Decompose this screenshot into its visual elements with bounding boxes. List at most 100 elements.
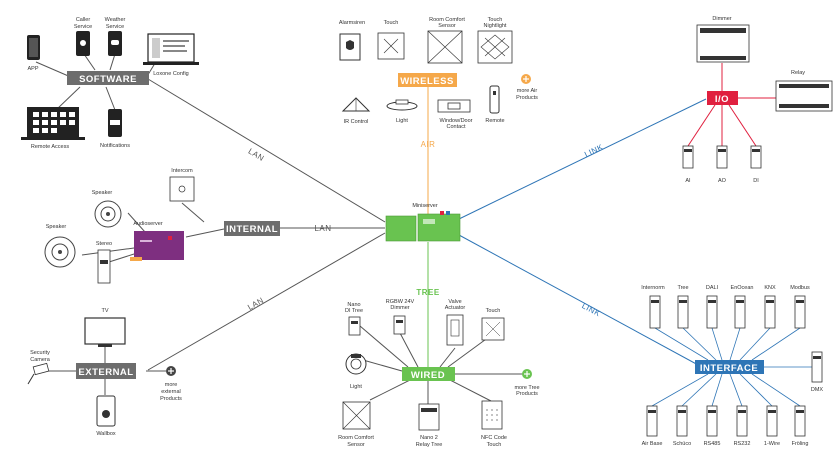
froeling-extension-icon [794, 405, 806, 437]
wallbox-label: Wallbox [96, 431, 116, 437]
iface-top-2-label: DALI [706, 285, 719, 291]
di-module-icon [750, 145, 762, 169]
line-app [35, 61, 74, 79]
relay-icon [775, 80, 833, 112]
wired-light-icon [345, 353, 367, 375]
audioserver-label: Audioserver [133, 221, 163, 227]
config-laptop-icon [143, 33, 199, 65]
miniserver-label: Miniserver [412, 203, 438, 209]
camera-label-2: Camera [30, 357, 51, 363]
speaker-top-label: Speaker [92, 190, 113, 196]
window-contact-label-2: Contact [447, 124, 466, 130]
nfc-label-1: NFC Code [481, 435, 507, 441]
ir-control-icon [341, 97, 371, 112]
link-line-interface [458, 234, 701, 367]
wireless-touch-label: Touch [384, 20, 399, 26]
more-air-label-2: Products [516, 95, 538, 101]
nano2-label-1: Nano 2 [420, 435, 438, 441]
nano-di-label-1: Nano [347, 302, 360, 308]
caller-label-1: Caller [76, 17, 91, 23]
wireless-group: WIRELESS Alarmsiren Touch Room Comfort S… [339, 17, 538, 130]
remote-icon [489, 85, 500, 114]
more-external-label-3: Products [160, 396, 182, 402]
room-sensor-label-1: Room Comfort [429, 17, 465, 23]
external-hub[interactable] [76, 363, 136, 379]
room-sensor-label-2: Sensor [438, 23, 456, 29]
iface-bottom-0-label: Air Base [642, 441, 663, 447]
tv-label: TV [101, 308, 108, 314]
miniserver[interactable]: Miniserver [385, 203, 461, 242]
io-group: I/O Dimmer Relay AI AO DI [682, 16, 833, 184]
nano-di-label-2: DI Tree [345, 308, 363, 314]
tree-extension-icon [677, 295, 689, 329]
connection-lines [35, 53, 812, 407]
valve-label-2: Actuator [445, 305, 466, 311]
wired-room-label-1: Room Comfort [338, 435, 374, 441]
more-tree-plus-icon[interactable] [522, 369, 532, 379]
line-stereo [108, 253, 135, 263]
ai-label: AI [685, 178, 691, 184]
iface-top-4-label: KNX [764, 285, 776, 291]
internal-hub-label: INTERNAL [226, 224, 278, 235]
valve-actuator-icon [446, 314, 464, 346]
more-tree-label-2: Products [516, 391, 538, 397]
dali-extension-icon [706, 295, 718, 329]
nano-di-icon [348, 316, 361, 336]
line-intercom [181, 202, 205, 223]
wired-room-sensor-icon [342, 401, 371, 430]
air-label: AIR [421, 140, 436, 149]
lan-line-external [147, 232, 386, 371]
more-air-plus-icon[interactable] [521, 74, 531, 84]
nightlight-label-1: Touch [488, 17, 503, 23]
remote-laptop-icon [21, 107, 85, 140]
speaker-top-icon [94, 200, 122, 228]
dimmer-icon [696, 24, 750, 63]
lan-label-internal: LAN [314, 224, 331, 233]
line-nano-di [359, 325, 409, 368]
more-external-plus-icon[interactable] [166, 366, 176, 376]
tv-icon [84, 317, 126, 347]
software-hub[interactable] [67, 71, 149, 85]
nfc-code-touch-icon [481, 400, 503, 430]
di-label: DI [753, 178, 759, 184]
weather-label-2: Service [106, 24, 124, 30]
line-valve [439, 347, 456, 368]
link-label-io: LINK [583, 142, 605, 159]
wired-group: WIRED Nano DI Tree RGBW 24V Dimmer Valve… [338, 299, 539, 448]
tree-label: TREE [416, 288, 440, 297]
wired-light-label: Light [350, 384, 362, 390]
nfc-label-2: Touch [487, 442, 502, 448]
wallbox-icon [96, 395, 116, 427]
window-contact-label-1: Window/Door [439, 118, 472, 124]
iface-bottom-5-label: Fröling [792, 441, 809, 447]
relay-label: Relay [791, 70, 805, 76]
rgbw-label-2: Dimmer [390, 305, 409, 311]
iface-bottom-3-label: RS232 [734, 441, 751, 447]
valve-label-1: Valve [448, 299, 461, 305]
wireless-hub[interactable] [398, 73, 457, 87]
wireless-touch-icon [377, 32, 405, 60]
wired-hub[interactable] [402, 367, 455, 381]
interface-hub-label: INTERFACE [700, 363, 758, 374]
dmx-label: DMX [811, 387, 824, 393]
line-ai [687, 104, 716, 147]
weather-phone-icon [108, 31, 122, 56]
notifications-label: Notifications [100, 143, 130, 149]
internal-hub[interactable] [224, 221, 280, 236]
line-notifications [105, 86, 116, 111]
internorm-extension-icon [649, 295, 661, 329]
enocean-extension-icon [734, 295, 746, 329]
line-wired-room [369, 379, 411, 401]
rgbw-dimmer-icon [393, 315, 406, 335]
interface-hub[interactable] [695, 360, 764, 374]
line-di [728, 104, 757, 147]
intercom-icon [169, 176, 195, 202]
line-nfc [449, 379, 492, 402]
line-caller [83, 53, 96, 71]
software-hub-label: SOFTWARE [79, 74, 137, 85]
caller-phone-icon [76, 31, 90, 56]
io-hub[interactable] [707, 91, 738, 105]
ai-module-icon [682, 145, 694, 169]
nightlight-icon [477, 30, 513, 64]
internal-group: INTERNAL Intercom Speaker Audioserver Sp… [44, 168, 280, 284]
